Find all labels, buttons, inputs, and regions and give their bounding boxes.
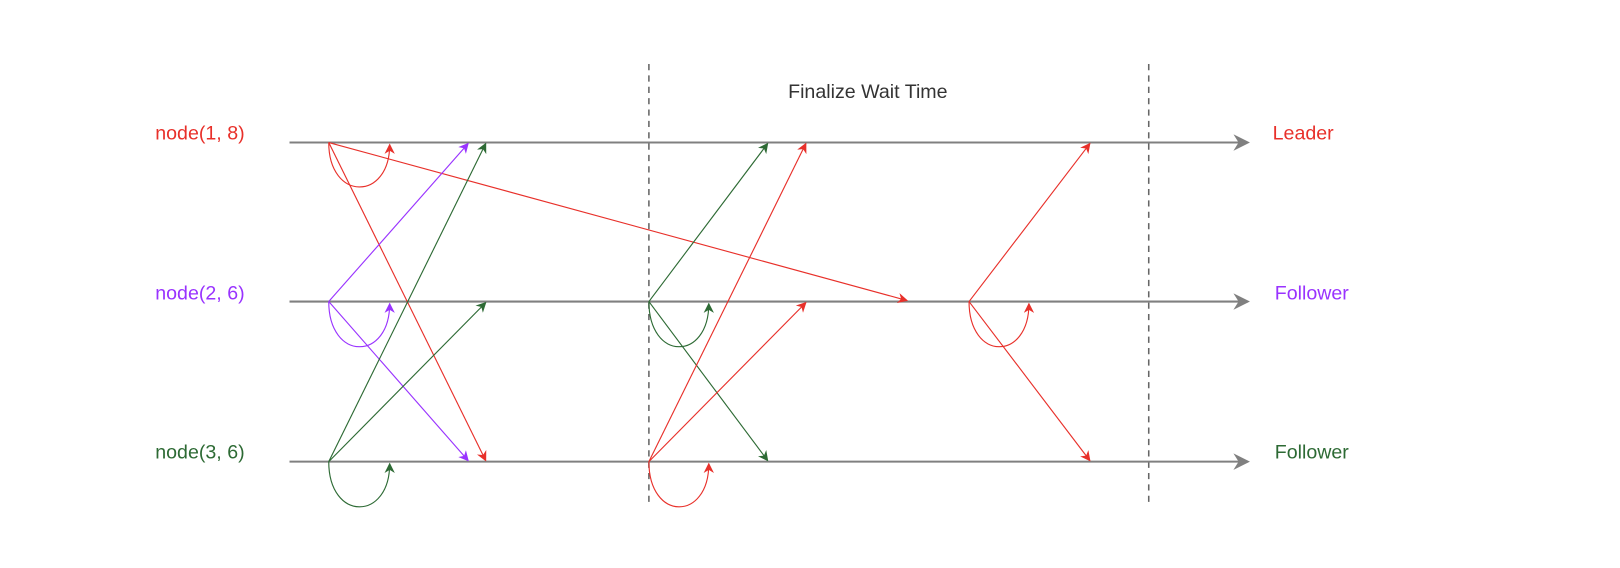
node-2-round2-self (648, 301, 714, 348)
node-1-to-node-2-delayed-message (328, 141, 909, 304)
node-3-label: node(3, 6) (155, 442, 244, 464)
node-2-to-node-1-message (328, 142, 469, 302)
node-2-round2-to-node-3 (648, 301, 769, 462)
node-2-round2-to-node-1 (648, 142, 769, 302)
node-2-to-node-3-message (328, 301, 469, 462)
node-1-label: node(1, 8) (155, 122, 244, 144)
node-3-round2-to-node-1 (648, 142, 807, 462)
node-2-self-message (328, 301, 395, 348)
node-3-round2-to-node-2 (648, 301, 807, 463)
node-3-to-node-2-message (328, 301, 487, 463)
node-3-round2-self (648, 461, 714, 508)
node-2-round3-self (968, 301, 1035, 348)
node-1-self-message (328, 142, 395, 188)
wait-window-title: Finalize Wait Time (788, 81, 948, 103)
node-3-role: Follower (1275, 442, 1350, 464)
node-2-round3-to-node-3 (968, 301, 1091, 462)
node-2-round3-to-node-1 (968, 142, 1091, 302)
node-3-self-message (328, 461, 395, 508)
node-3-to-node-1-message (328, 142, 487, 462)
node-1-role: Leader (1273, 122, 1335, 144)
node-2-role: Follower (1275, 282, 1350, 304)
node-2-label: node(2, 6) (155, 282, 244, 304)
